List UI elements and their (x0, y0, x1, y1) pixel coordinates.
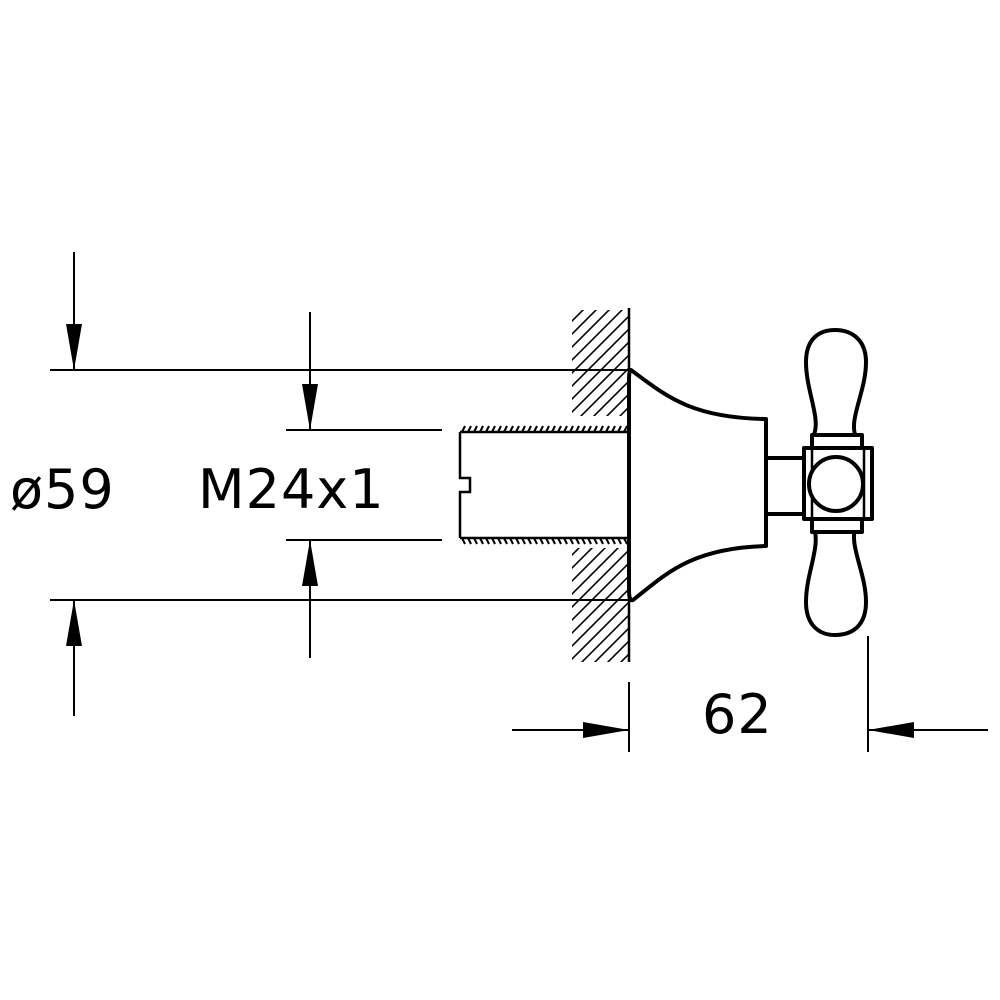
thread-mark (539, 537, 544, 545)
thread-mark (521, 425, 526, 433)
hatch-line (572, 310, 585, 323)
hatch-line (572, 352, 630, 414)
thread-marks-bottom (461, 537, 628, 545)
thread-mark (533, 425, 538, 433)
dimension-length (512, 636, 988, 752)
hatch-line (572, 548, 607, 583)
thread-mark (479, 425, 484, 433)
thread-mark (569, 537, 574, 545)
thread-mark (485, 537, 490, 545)
hatch-line (560, 747, 640, 827)
thread-marks-top (461, 425, 628, 433)
wall-section (560, 308, 640, 827)
hatch-line (572, 313, 630, 375)
hatch-line (592, 378, 630, 416)
thread-mark (515, 425, 520, 433)
thread-mark (467, 425, 472, 433)
hatch-line (572, 560, 630, 622)
hatch-line (572, 310, 598, 336)
cross-handle (802, 328, 874, 637)
thread-mark (599, 425, 604, 433)
thread-mark (557, 537, 562, 545)
escutcheon (627, 368, 768, 603)
hatch-line (572, 548, 630, 609)
thread-mark (581, 425, 586, 433)
hatch-line (618, 404, 630, 416)
thread-mark (491, 537, 496, 545)
hatch-line (572, 586, 630, 648)
thread-mark (611, 537, 616, 545)
thread-mark (485, 425, 490, 433)
hatch-line (560, 747, 640, 827)
thread-mark (551, 537, 556, 545)
threaded-pipe (458, 425, 628, 545)
thread-mark (587, 425, 592, 433)
thread-mark (605, 425, 610, 433)
thread-mark (581, 537, 586, 545)
hub-cap (807, 455, 865, 513)
wall-hatch-bottom (560, 548, 640, 827)
thread-mark (623, 425, 628, 433)
thread-mark (533, 537, 538, 545)
diameter-label: ø59 (10, 458, 115, 521)
thread-mark (605, 537, 610, 545)
hatch-line (572, 548, 581, 557)
hatch-line (572, 326, 630, 388)
thread-mark (551, 425, 556, 433)
thread-mark (617, 537, 622, 545)
thread-mark (521, 537, 526, 545)
hatch-line (572, 310, 611, 349)
thread-mark (587, 537, 592, 545)
spindle-neck (764, 456, 806, 516)
thread-mark (473, 425, 478, 433)
thread-mark (527, 537, 532, 545)
hatch-line (606, 638, 630, 662)
thread-mark (599, 537, 604, 545)
thread-mark (509, 537, 514, 545)
hatch-line (572, 548, 594, 570)
thread-mark (611, 425, 616, 433)
thread-mark (503, 425, 508, 433)
thread-mark (461, 537, 466, 545)
thread-mark (557, 425, 562, 433)
hatch-line (605, 391, 630, 416)
thread-mark (527, 425, 532, 433)
hatch-line (572, 548, 620, 596)
hatch-line (572, 310, 624, 362)
thread-mark (545, 537, 550, 545)
thread-mark (617, 425, 622, 433)
thread-mark (491, 425, 496, 433)
thread-mark (545, 425, 550, 433)
thread-mark (461, 425, 466, 433)
hatch-line (580, 612, 630, 662)
thread-mark (509, 425, 514, 433)
thread-mark (575, 537, 580, 545)
thread-mark (515, 537, 520, 545)
thread-mark (497, 537, 502, 545)
hatch-line (619, 651, 630, 662)
thread-mark (539, 425, 544, 433)
thread-mark (593, 537, 598, 545)
thread-mark (569, 425, 574, 433)
length-label: 62 (702, 683, 773, 746)
thread-mark (473, 537, 478, 545)
thread-mark (497, 425, 502, 433)
thread-mark (479, 537, 484, 545)
hatch-line (593, 625, 630, 662)
thread-mark (563, 425, 568, 433)
thread-mark (503, 537, 508, 545)
thread-mark (593, 425, 598, 433)
thread-mark (623, 537, 628, 545)
dimension-diameter (50, 252, 628, 716)
thread-mark (575, 425, 580, 433)
thread-mark (467, 537, 472, 545)
dimension-thread (286, 312, 442, 658)
hatch-line (572, 599, 630, 661)
thread-mark (563, 537, 568, 545)
thread-size-label: M24x1 (198, 458, 385, 521)
hatch-line (572, 573, 630, 635)
